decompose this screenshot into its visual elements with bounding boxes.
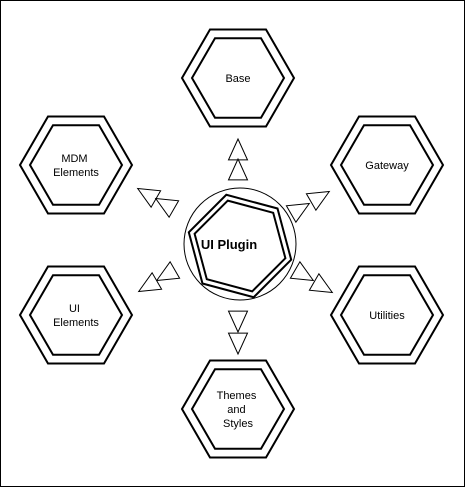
arrow-to-mdm-elements-2 bbox=[154, 197, 180, 219]
arrow-to-base-2 bbox=[227, 157, 249, 181]
module-label-line: Elements bbox=[53, 317, 99, 329]
module-hexagon-inner bbox=[339, 274, 435, 356]
module-label: MDM Elements bbox=[53, 153, 99, 179]
arrow-to-themes-1 bbox=[227, 310, 249, 334]
module-hexagon-inner bbox=[339, 124, 435, 206]
module-label: Base bbox=[225, 73, 250, 85]
module-node-gateway[interactable]: Gateway bbox=[329, 115, 445, 215]
core-node[interactable]: UI Plugin bbox=[183, 187, 297, 301]
arrow-to-utilities-2 bbox=[308, 272, 334, 294]
module-label: Themes and Styles bbox=[217, 390, 260, 430]
module-label-line: Gateway bbox=[365, 160, 409, 172]
module-node-ui-elements[interactable]: UI Elements bbox=[18, 265, 134, 365]
module-node-utilities[interactable]: Utilities bbox=[329, 265, 445, 365]
module-label-line: Utilities bbox=[369, 310, 405, 322]
module-label-line: and bbox=[227, 404, 245, 416]
module-hexagon-inner bbox=[190, 368, 286, 450]
module-label: Gateway bbox=[365, 160, 409, 172]
connector-arrows bbox=[136, 137, 334, 356]
module-node-mdm-elements[interactable]: MDM Elements bbox=[18, 115, 134, 215]
module-node-base[interactable]: Base bbox=[180, 28, 296, 128]
module-label-line: UI bbox=[69, 303, 80, 315]
module-label-line: Styles bbox=[223, 418, 253, 430]
arrow-to-ui-elements-1 bbox=[155, 260, 181, 282]
module-label: Utilities bbox=[369, 310, 405, 322]
module-label-line: MDM bbox=[61, 153, 87, 165]
core-label: UI Plugin bbox=[201, 237, 257, 252]
arrow-to-gateway-1 bbox=[285, 202, 311, 224]
module-node-themes-and-styles[interactable]: Themes and Styles bbox=[180, 359, 296, 459]
module-hexagon-inner bbox=[190, 37, 286, 119]
arrow-to-themes-2 bbox=[227, 332, 249, 356]
module-label: UI Elements bbox=[53, 303, 99, 329]
module-label-line: Base bbox=[225, 73, 250, 85]
arrow-to-mdm-elements-1 bbox=[136, 187, 162, 209]
arrow-to-ui-elements-2 bbox=[137, 271, 163, 293]
module-label-line: Elements bbox=[53, 167, 99, 179]
core-hexagon-inner bbox=[193, 199, 287, 293]
arrow-to-utilities-1 bbox=[289, 260, 315, 282]
arrow-to-base-1 bbox=[227, 137, 249, 161]
module-hexagon-inner bbox=[28, 124, 124, 206]
module-hexagon-inner bbox=[28, 274, 124, 356]
arrow-to-gateway-2 bbox=[305, 190, 331, 212]
module-label-line: Themes bbox=[217, 390, 257, 402]
